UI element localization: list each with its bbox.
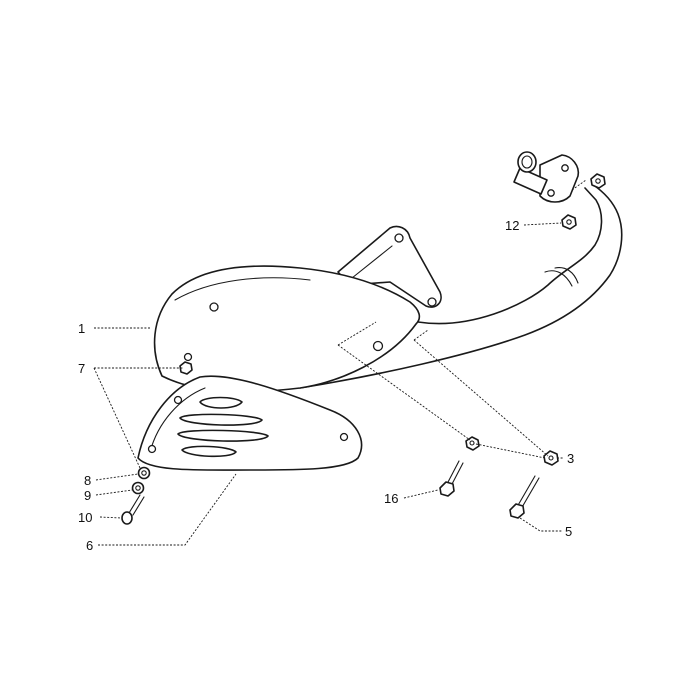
heat-shield-guard [137,375,363,471]
nut-7 [179,361,193,375]
nut-3-left [465,436,480,451]
callout-leaders [93,179,587,546]
flange-nut-12 [561,214,577,230]
callout-12: 12 [505,218,519,233]
callout-8: 8 [84,473,91,488]
bolt-16 [439,460,464,497]
silencer-body [153,265,421,393]
assembly-guide-lines [337,321,549,457]
nut-3-right [543,450,559,466]
washer-9 [131,481,145,495]
callout-6: 6 [86,538,93,553]
flange-nut-upper [590,173,606,189]
callout-1: 1 [78,321,85,336]
bolt-5 [509,475,540,519]
washer-8 [137,466,151,480]
callout-3: 3 [567,451,574,466]
callout-10: 10 [78,510,92,525]
screw-10 [121,494,145,525]
callout-7: 7 [78,361,85,376]
callout-5: 5 [565,524,572,539]
exhaust-pipe [299,151,623,389]
mounting-bracket [337,225,442,308]
callout-9: 9 [84,488,91,503]
callout-16: 16 [384,491,398,506]
